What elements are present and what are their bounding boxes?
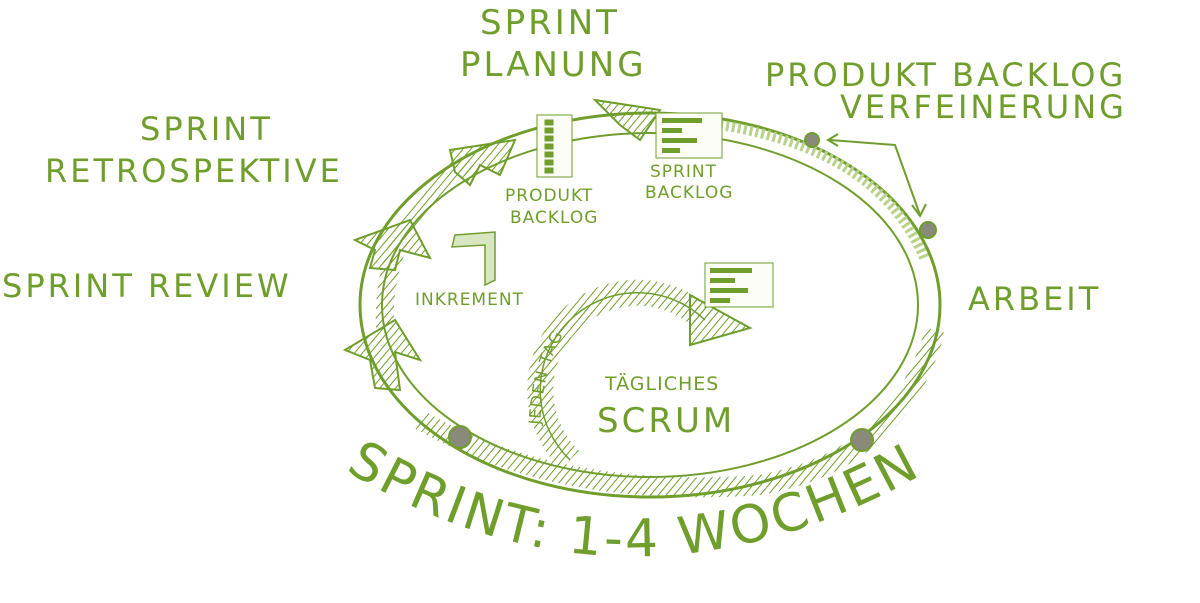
label-sprint-backlog-2: BACKLOG [645,183,733,203]
label-scrum: SCRUM [597,401,735,441]
label-produkt-backlog-1: PRODUKT [505,186,593,206]
sprint-backlog-document-icon [655,112,723,159]
label-sprint-planung-1: SPRINT [480,3,620,43]
milestone-dots [448,132,937,452]
label-backlog-refinement-1: PRODUKT BACKLOG [765,56,1126,94]
review-arrows [342,98,662,392]
refinement-arrow [826,133,927,218]
daily-backlog-document-icon [704,262,774,308]
label-arbeit: ARBEIT [968,280,1101,318]
label-taegliches: TÄGLICHES [604,372,719,395]
label-sprint-planung-2: PLANUNG [460,45,647,85]
produkt-backlog-document-icon [536,114,573,178]
label-retrospective-2: RETROSPEKTIVE [45,152,343,190]
label-sprint-review: SPRINT REVIEW [2,267,292,305]
label-retrospective-1: SPRINT [140,110,273,148]
label-produkt-backlog-2: BACKLOG [510,208,598,228]
label-inkrement: INKREMENT [415,290,524,310]
inkrement-cube-icon [451,231,496,287]
label-sprint-backlog-1: SPRINT [650,162,717,182]
label-backlog-refinement-2: VERFEINERUNG [840,88,1127,126]
